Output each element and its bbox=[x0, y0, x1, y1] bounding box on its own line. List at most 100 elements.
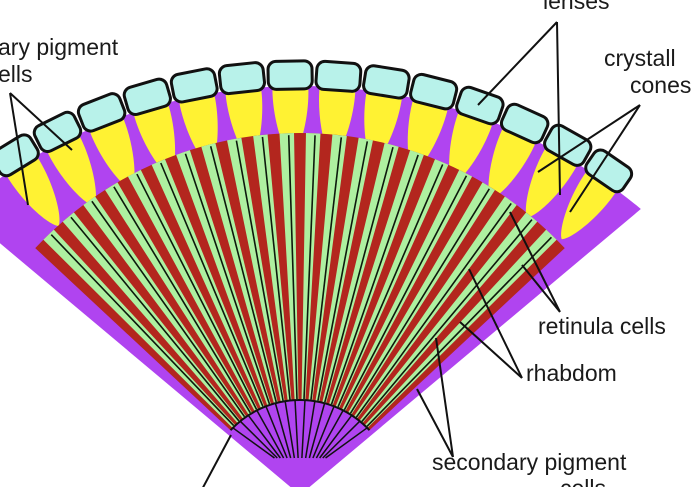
lens-shape bbox=[409, 72, 459, 111]
rhabdom-band bbox=[105, 182, 253, 415]
label-rhabdom: rhabdom bbox=[526, 360, 617, 386]
nerve-fiber bbox=[322, 420, 361, 459]
rhabdom-line bbox=[355, 202, 512, 418]
rhabdom-line bbox=[310, 137, 343, 400]
lens bbox=[169, 67, 219, 104]
pointer-lenses bbox=[477, 21, 561, 196]
label-secondary-pigment-2: cells bbox=[560, 475, 606, 487]
lens-shape bbox=[32, 110, 83, 154]
nerve-fiber bbox=[232, 427, 275, 459]
cone-shape bbox=[7, 158, 60, 227]
nerve-fiber bbox=[274, 403, 292, 459]
nerve-fiber bbox=[315, 409, 344, 459]
crystalline-cone bbox=[488, 129, 535, 200]
rhabdom-line bbox=[337, 164, 444, 408]
lens bbox=[314, 59, 363, 93]
lens-shape bbox=[76, 92, 127, 133]
rhabdom-line bbox=[50, 234, 235, 427]
pointer-lines bbox=[9, 21, 641, 487]
rhabdom-band bbox=[127, 169, 259, 412]
retinula-layer bbox=[35, 132, 565, 431]
label-crystalline-2: cones bbox=[630, 72, 691, 98]
rhabdom-line bbox=[317, 141, 369, 401]
rhabdom-line bbox=[113, 186, 252, 414]
lens-shape bbox=[122, 77, 172, 117]
rhabdom-line bbox=[361, 219, 533, 423]
crystalline-cone bbox=[134, 106, 176, 177]
lens-shape bbox=[499, 102, 550, 145]
lens-shape bbox=[169, 67, 219, 104]
pointer-secondary-pigment bbox=[416, 337, 454, 458]
lens bbox=[122, 77, 172, 117]
rhabdom-band bbox=[364, 229, 557, 429]
lens bbox=[266, 59, 314, 91]
nerve-fiber bbox=[239, 420, 278, 459]
nerve-fiber bbox=[265, 406, 288, 459]
rhabdom-line bbox=[343, 175, 468, 411]
basement-membrane bbox=[229, 399, 371, 431]
lens bbox=[499, 102, 550, 145]
cone-shape bbox=[134, 106, 176, 177]
rhabdom-line bbox=[287, 135, 298, 400]
rhabdom-line bbox=[91, 200, 246, 418]
rhabdom-line bbox=[330, 154, 419, 405]
nerve-fiber bbox=[294, 400, 299, 459]
pointer-retinula-cells bbox=[509, 211, 561, 313]
nerve-fiber bbox=[304, 401, 316, 459]
label-primary-pigment-2: ells bbox=[0, 61, 33, 87]
rhabdom-band bbox=[253, 134, 292, 401]
label-secondary-pigment-1: secondary pigment bbox=[432, 449, 627, 475]
cone-shape bbox=[48, 137, 96, 207]
rhabdom-band bbox=[201, 143, 278, 404]
nerve-fiber bbox=[325, 427, 368, 459]
lens-shape bbox=[314, 59, 363, 93]
pointer-nerve bbox=[202, 434, 232, 487]
pointer-crystalline-cones bbox=[537, 104, 641, 213]
rhabdom-line bbox=[303, 135, 316, 400]
lens bbox=[76, 92, 127, 133]
nerve-fiber bbox=[247, 414, 281, 459]
nerve-fibers bbox=[229, 399, 371, 459]
lens-shape bbox=[362, 64, 411, 100]
rhabdom-line bbox=[349, 188, 491, 414]
crystalline-cone bbox=[525, 149, 577, 218]
rhabdom-line bbox=[160, 162, 264, 407]
crystalline-cone bbox=[90, 119, 135, 190]
rhabdom-band bbox=[279, 133, 299, 401]
rhabdom-band bbox=[227, 137, 285, 402]
crystalline-cone bbox=[7, 158, 60, 227]
rhabdom-line bbox=[209, 146, 277, 403]
rhabdom-line bbox=[136, 173, 258, 410]
pointer-primary-pigment bbox=[9, 92, 73, 206]
lens bbox=[455, 85, 505, 126]
crystalline-cone bbox=[48, 137, 96, 207]
rhabdom-line bbox=[235, 140, 284, 401]
cone-shape bbox=[561, 173, 616, 240]
nerve-fiber bbox=[308, 403, 326, 459]
lens-shape bbox=[266, 59, 314, 91]
rhabdom-line bbox=[261, 136, 291, 400]
crystalline-cone bbox=[561, 173, 616, 240]
lens bbox=[217, 61, 267, 96]
rhabdom-band bbox=[151, 159, 265, 409]
rhabdom-band bbox=[176, 150, 272, 406]
rhabdom-line bbox=[366, 236, 553, 427]
lens bbox=[584, 148, 634, 194]
cone-shape bbox=[488, 129, 535, 200]
lens-shape bbox=[217, 61, 267, 96]
label-retinula-cells: retinula cells bbox=[538, 313, 666, 339]
pointer-rhabdom bbox=[459, 268, 523, 379]
lens bbox=[32, 110, 83, 154]
nerve-fiber bbox=[312, 406, 335, 459]
lenses-layer bbox=[0, 59, 634, 194]
rhabdom-line bbox=[324, 147, 394, 403]
cone-shape bbox=[90, 119, 135, 190]
rhabdom-line bbox=[70, 216, 240, 422]
nerve-fiber bbox=[256, 409, 285, 459]
cone-shape bbox=[449, 113, 492, 184]
rhabdom-band bbox=[43, 229, 236, 429]
label-crystalline-1: crystall bbox=[604, 45, 676, 71]
nerve-fiber bbox=[301, 400, 306, 459]
